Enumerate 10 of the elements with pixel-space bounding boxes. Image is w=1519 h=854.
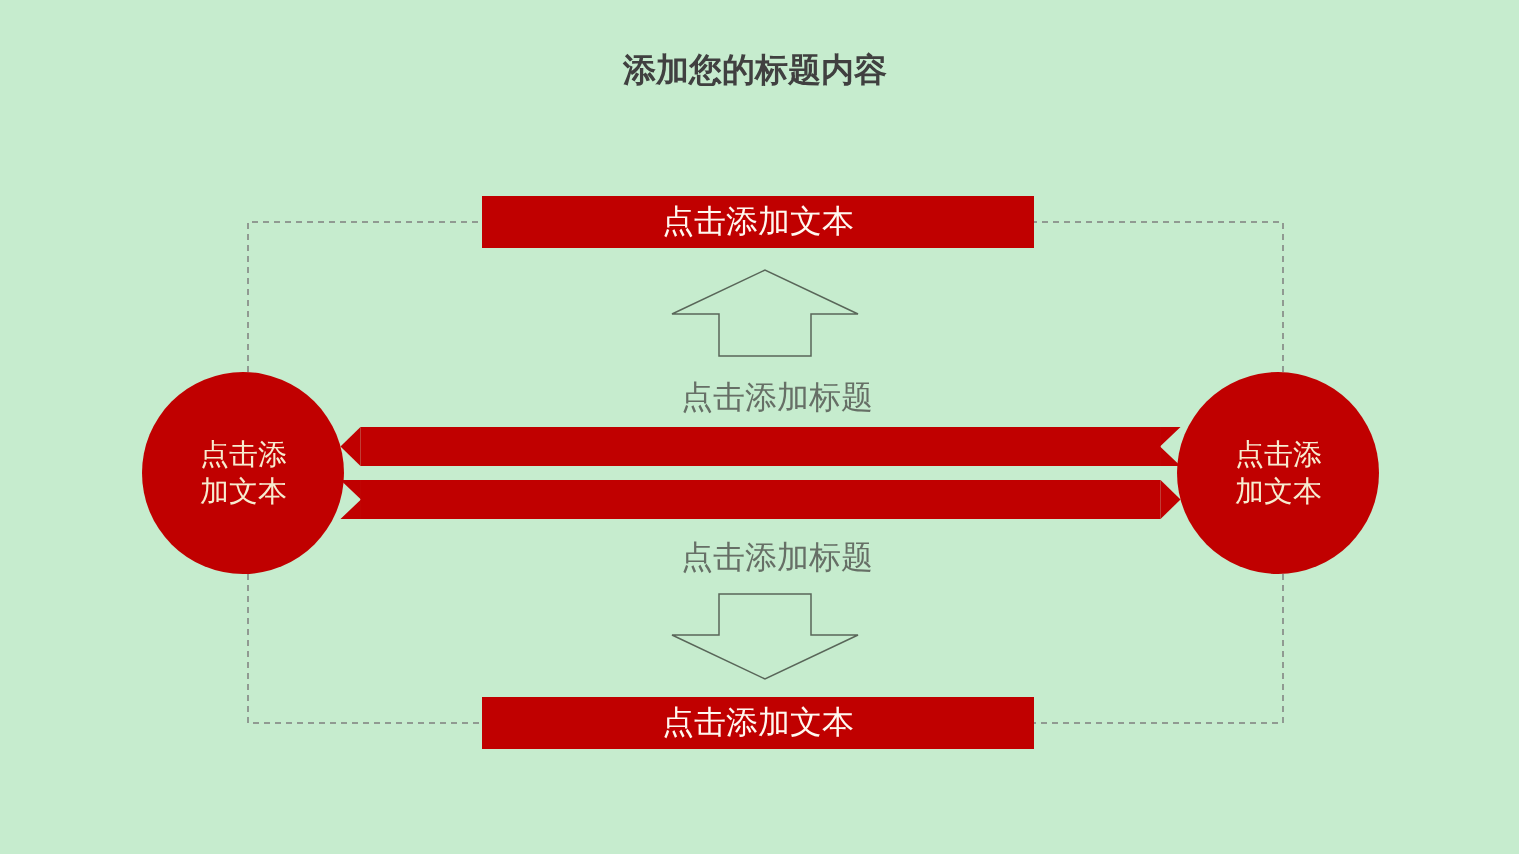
dashed-connector [1033,221,1284,373]
up-block-arrow [671,269,859,357]
circle-label: 点击添加文本 [1233,436,1323,510]
heading-text: 点击添加标题 [667,536,887,578]
circle-label: 点击添加文本 [198,436,288,510]
down-block-arrow [671,593,859,680]
heading-text: 点击添加标题 [667,376,887,418]
text-banner: 点击添加文本 [482,697,1034,749]
text-banner: 点击添加文本 [482,196,1034,248]
slide-title: 添加您的标题内容 [623,50,887,89]
